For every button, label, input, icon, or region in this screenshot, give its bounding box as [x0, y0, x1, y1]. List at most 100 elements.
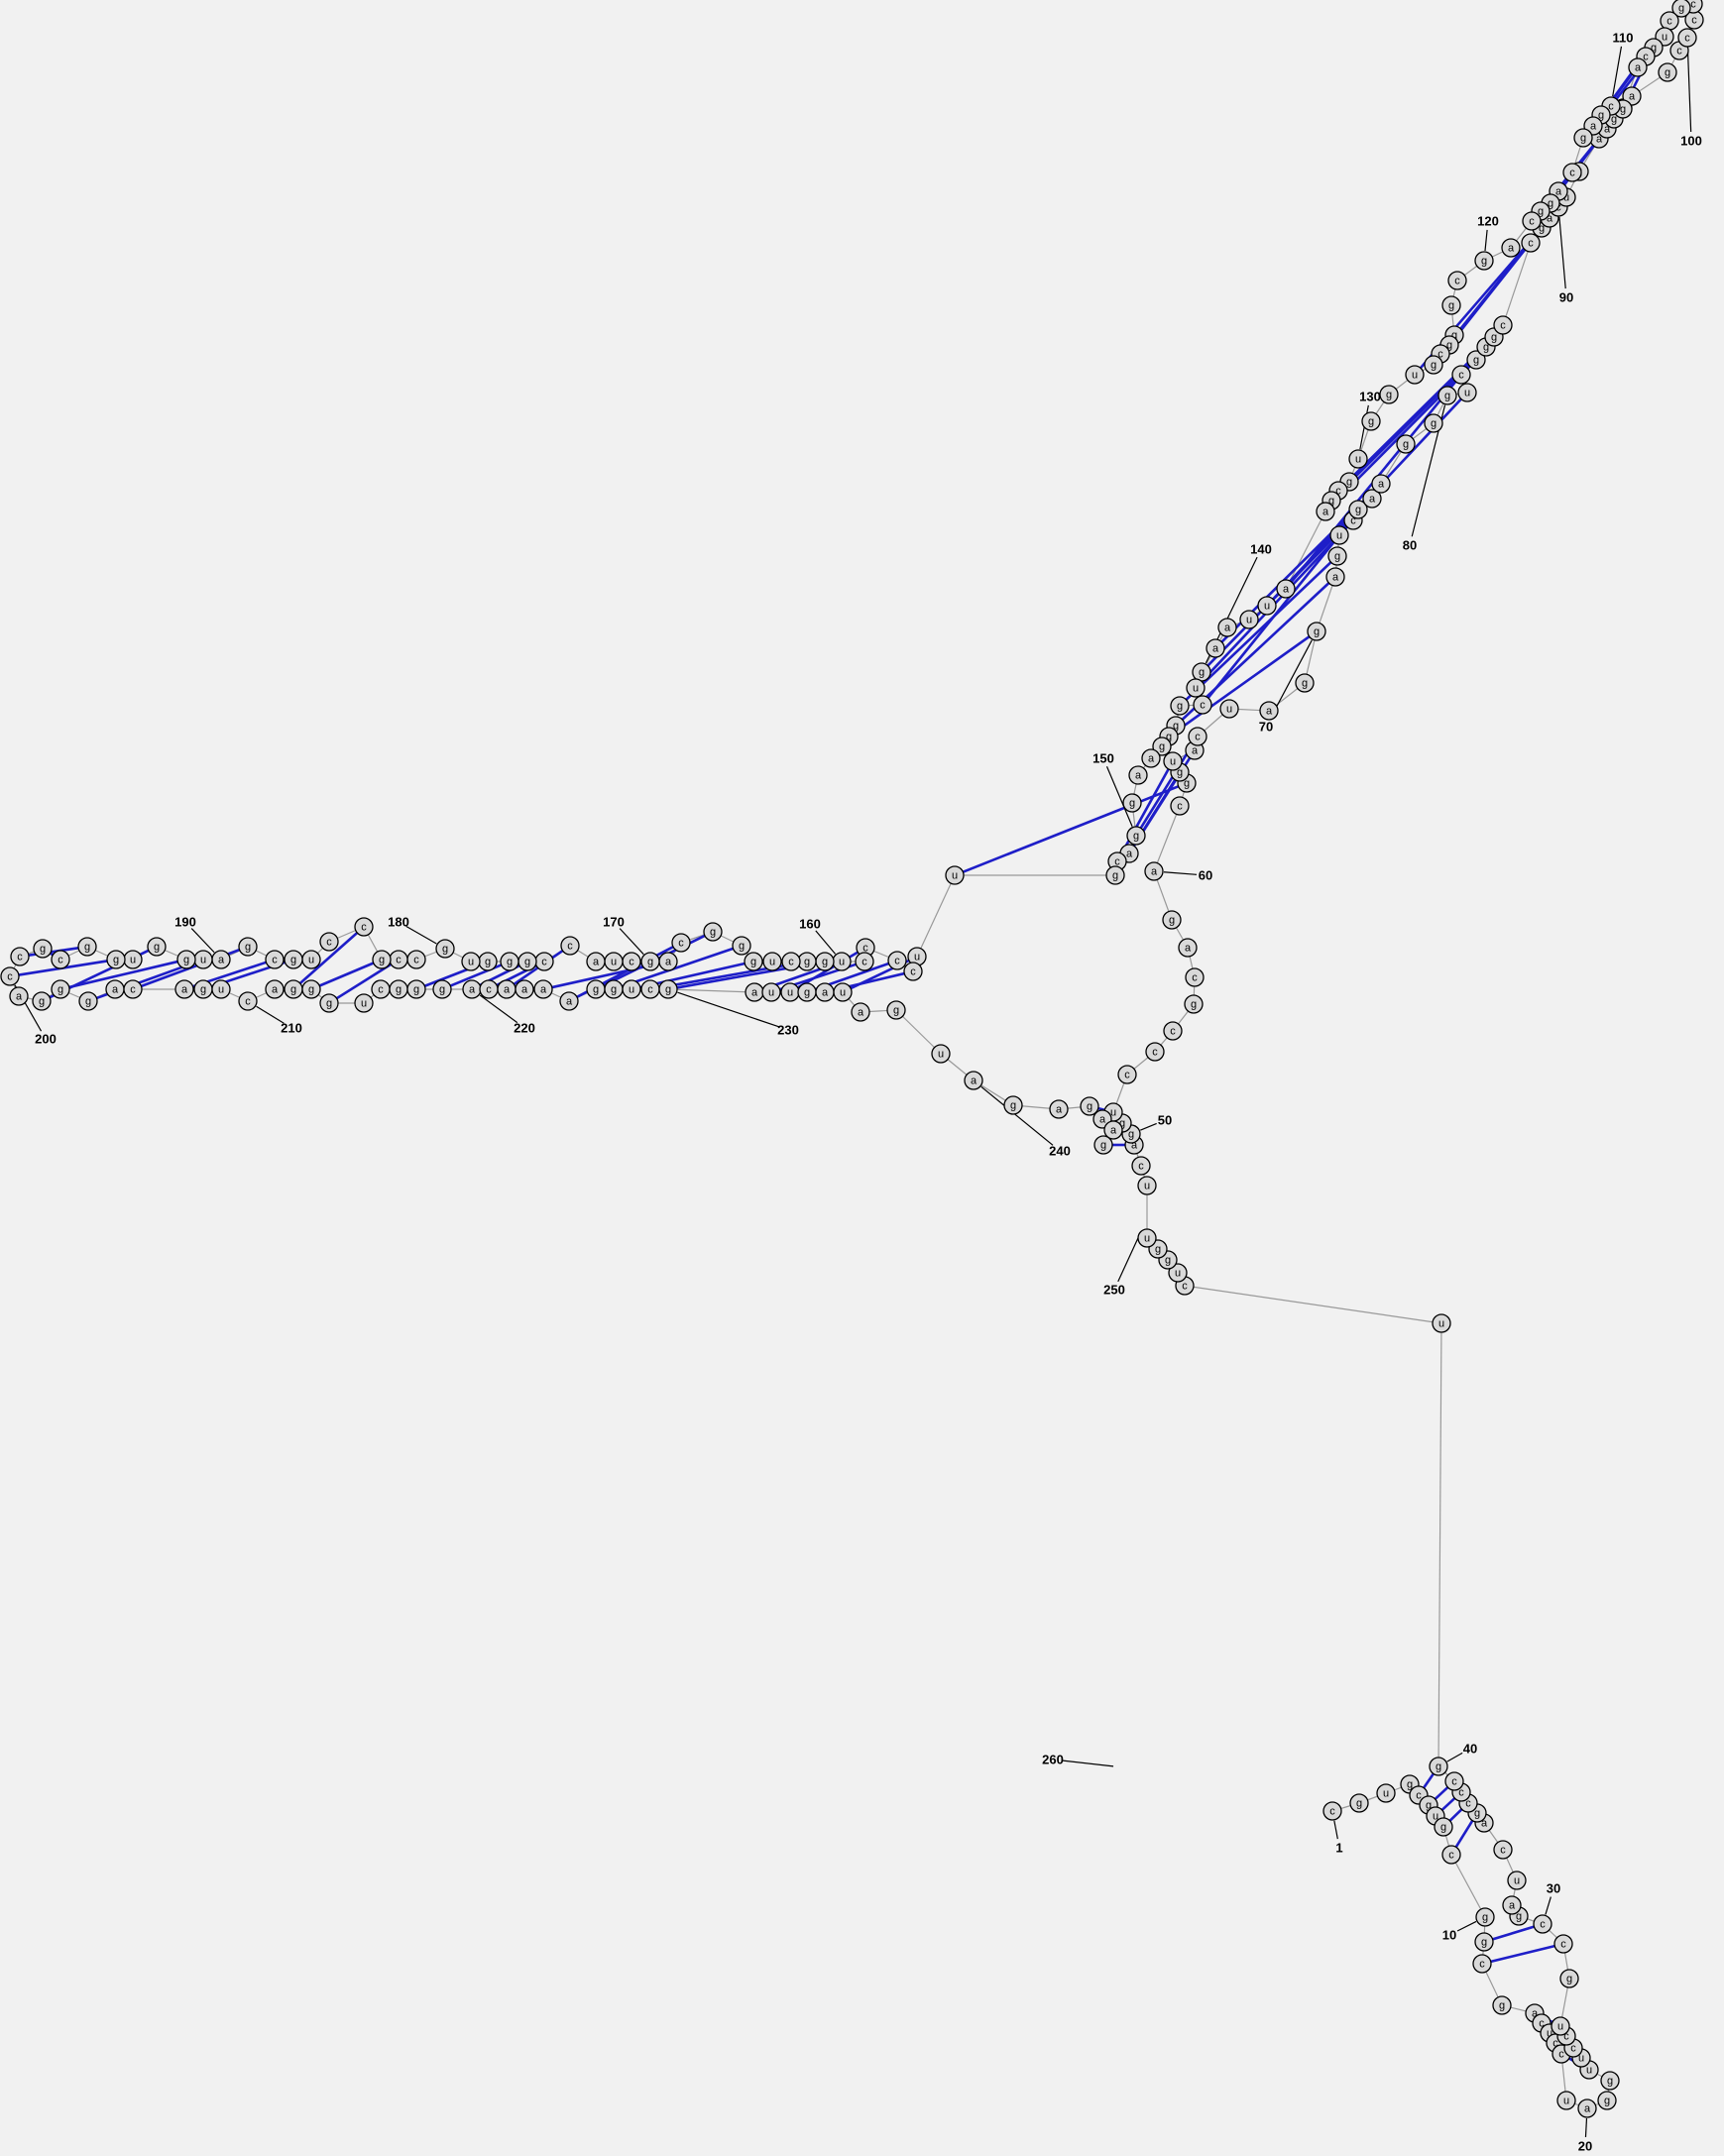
nucleotide: u	[1432, 1313, 1451, 1333]
nucleotide-circle	[945, 865, 965, 885]
nucleotide: a	[9, 986, 29, 1006]
nucleotide-circle	[1103, 1120, 1123, 1140]
nucleotide-circle	[1168, 1263, 1188, 1283]
nucleotide-circle	[1437, 386, 1457, 405]
nucleotide: u	[1163, 751, 1183, 771]
nucleotide-letter: u	[914, 952, 920, 964]
nucleotide-letter: u	[200, 955, 206, 966]
nucleotide: c	[671, 933, 691, 953]
nucleotide: g	[517, 952, 537, 971]
nucleotide: g	[193, 979, 213, 999]
nucleotide-letter: a	[112, 984, 119, 996]
position-number-label: 170	[603, 915, 625, 930]
nucleotide-letter: g	[1665, 67, 1670, 79]
nucleotide-letter: u	[611, 957, 617, 968]
nucleotide-circle	[265, 950, 285, 969]
nucleotide-letter: u	[1383, 1788, 1389, 1800]
nucleotide-letter: c	[629, 957, 634, 968]
nucleotide: c	[1185, 967, 1205, 987]
nucleotide-letter: c	[1529, 216, 1535, 228]
base-pair-line	[1175, 635, 1311, 733]
nucleotide-letter: a	[858, 1007, 864, 1019]
nucleotide-circle	[10, 947, 30, 966]
nucleotide-letter: g	[593, 984, 599, 996]
nucleotide-circle	[1376, 1783, 1396, 1803]
nucleotide: c	[1193, 695, 1212, 715]
nucleotide: c	[1533, 1914, 1552, 1934]
nucleotide-letter: a	[181, 984, 188, 996]
backbone-segment	[916, 874, 956, 958]
nucleotide-circle	[1429, 1757, 1448, 1776]
nucleotide-layer: cgugcgugcggcgacuccuagguuccugccgaucagcccg…	[0, 0, 1704, 2118]
position-number-label: 240	[1049, 1144, 1071, 1159]
nucleotide-circle	[1193, 695, 1212, 715]
nucleotide-letter: u	[1246, 615, 1252, 626]
nucleotide: g	[432, 979, 452, 999]
nucleotide-letter: c	[1124, 1070, 1130, 1081]
nucleotide: a	[1259, 701, 1279, 721]
nucleotide: c	[1131, 1156, 1151, 1176]
nucleotide: c	[856, 938, 875, 958]
nucleotide-letter: u	[1586, 2065, 1592, 2077]
nucleotide: c	[354, 917, 374, 937]
nucleotide-circle	[1434, 1817, 1453, 1837]
nucleotide-circle	[301, 979, 321, 999]
nucleotide: g	[51, 979, 70, 999]
nucleotide-letter: a	[1584, 2103, 1591, 2115]
nucleotide-circle	[1474, 251, 1494, 271]
nucleotide-letter: g	[1604, 2096, 1610, 2107]
nucleotide-circle	[1316, 502, 1335, 521]
nucleotide-letter: g	[1368, 416, 1374, 428]
nucleotide: a	[1371, 474, 1391, 494]
nucleotide-circle	[1447, 271, 1467, 290]
nucleotide-letter: g	[379, 955, 385, 966]
nucleotide-circle	[1327, 546, 1347, 566]
nucleotide: g	[744, 952, 763, 971]
nucleotide-circle	[1493, 1840, 1513, 1860]
nucleotide-circle	[886, 1000, 906, 1020]
nucleotide: a	[533, 979, 553, 999]
base-pair-line	[1139, 742, 1195, 830]
nucleotide: g	[1152, 737, 1172, 756]
nucleotide-letter: c	[1448, 1850, 1454, 1862]
nucleotide-letter: g	[1431, 418, 1437, 430]
nucleotide-letter: u	[1336, 530, 1342, 542]
nucleotide-letter: c	[1684, 33, 1690, 45]
position-number-label: 250	[1103, 1283, 1125, 1298]
nucleotide-circle	[851, 1002, 870, 1022]
nucleotide: c	[1522, 211, 1542, 231]
nucleotide: g	[284, 979, 303, 999]
nucleotide-letter: u	[308, 955, 314, 966]
nucleotide: g	[1126, 826, 1146, 846]
nucleotide-circle	[1080, 1096, 1099, 1116]
nucleotide-circle	[560, 936, 580, 956]
nucleotide: a	[1362, 489, 1382, 509]
nucleotide: g	[372, 950, 392, 969]
nucleotide-letter: g	[84, 942, 90, 954]
nucleotide-circle	[1677, 28, 1697, 48]
nucleotide-letter: c	[788, 957, 794, 968]
nucleotide-letter: g	[804, 957, 810, 968]
nucleotide-letter: c	[1500, 1845, 1506, 1857]
nucleotide: u	[761, 982, 781, 1002]
nucleotide: g	[319, 993, 339, 1013]
nucleotide-circle	[1502, 1895, 1522, 1915]
nucleotide-circle	[515, 979, 534, 999]
nucleotide-circle	[1239, 610, 1259, 629]
nucleotide: c	[1562, 163, 1582, 182]
nucleotide: u	[461, 952, 481, 971]
position-number-label: 160	[799, 917, 821, 932]
nucleotide-letter: c	[486, 984, 492, 996]
nucleotide-letter: a	[1596, 134, 1603, 146]
nucleotide-circle	[1307, 622, 1326, 641]
nucleotide-circle	[744, 952, 763, 971]
nucleotide: g	[586, 979, 606, 999]
nucleotide: g	[406, 979, 426, 999]
nucleotide-letter: u	[468, 957, 474, 968]
nucleotide-letter: c	[130, 984, 136, 996]
nucleotide-circle	[78, 991, 98, 1011]
nucleotide-letter: g	[1481, 1937, 1487, 1949]
nucleotide-circle	[147, 937, 167, 957]
nucleotide: a	[1178, 938, 1198, 958]
